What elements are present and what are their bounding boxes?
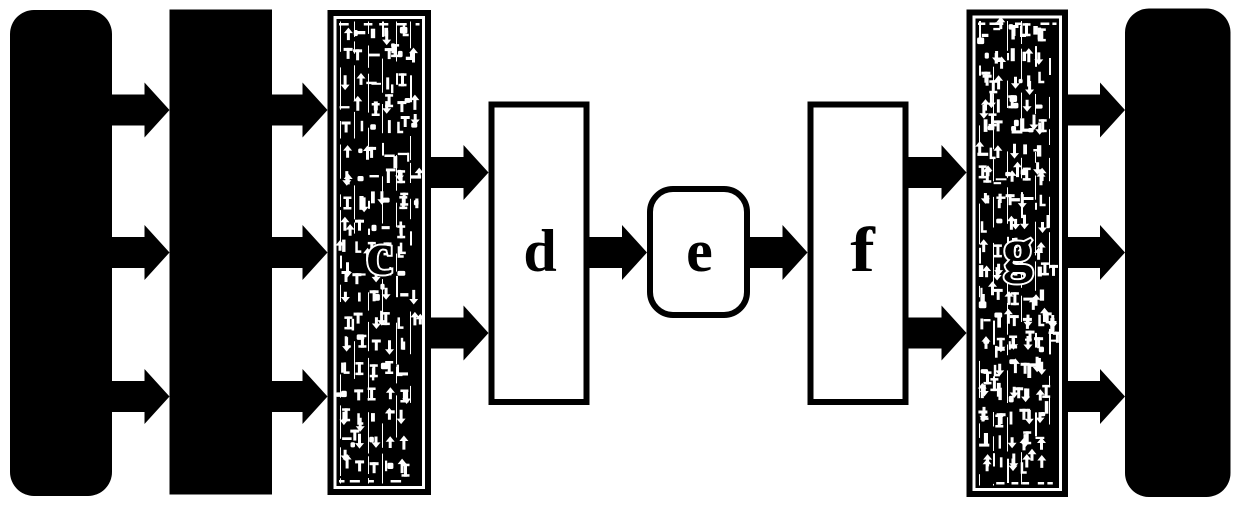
svg-text:e: e	[686, 218, 713, 284]
svg-text:c: c	[366, 221, 393, 287]
svg-text:d: d	[523, 218, 556, 284]
svg-text:g: g	[1003, 217, 1033, 283]
svg-text:g: g	[1003, 217, 1033, 283]
svg-text:f: f	[850, 214, 876, 285]
svg-text:c: c	[366, 221, 393, 287]
